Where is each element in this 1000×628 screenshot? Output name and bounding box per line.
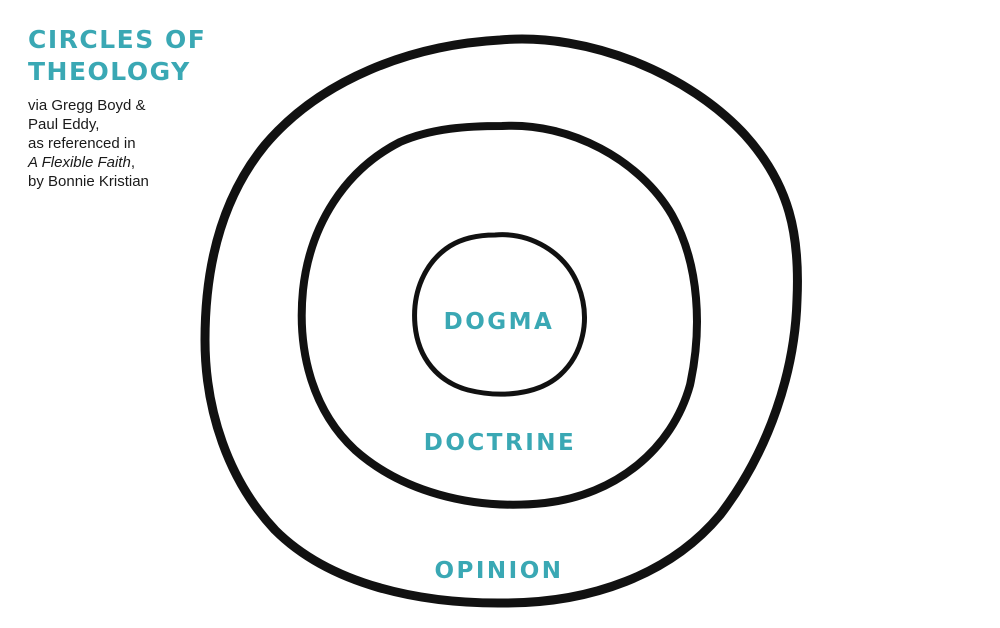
book-title: A Flexible Faith <box>28 154 131 171</box>
opinion-label: OPINION <box>434 558 563 584</box>
dogma-label: DOGMA <box>444 309 555 335</box>
middle-ring <box>297 121 701 509</box>
page-title-line-1: CIRCLES OF <box>28 25 207 54</box>
credit-text: via Gregg Boyd & Paul Eddy, as reference… <box>28 96 248 191</box>
title-block: CIRCLES OF THEOLOGY via Gregg Boyd & Pau… <box>28 24 248 191</box>
outer-ring <box>200 34 802 608</box>
credit-line-1: via Gregg Boyd & <box>28 97 146 114</box>
inner-ring <box>412 232 587 397</box>
credit-line-2: Paul Eddy, <box>28 116 100 133</box>
credit-line-4: A Flexible Faith, <box>28 153 248 172</box>
credit-line-5: by Bonnie Kristian <box>28 173 149 190</box>
page-title-line-2: THEOLOGY <box>28 57 191 86</box>
doctrine-label: DOCTRINE <box>424 430 576 456</box>
book-title-punct: , <box>130 154 135 171</box>
credit-line-3: as referenced in <box>28 135 136 152</box>
